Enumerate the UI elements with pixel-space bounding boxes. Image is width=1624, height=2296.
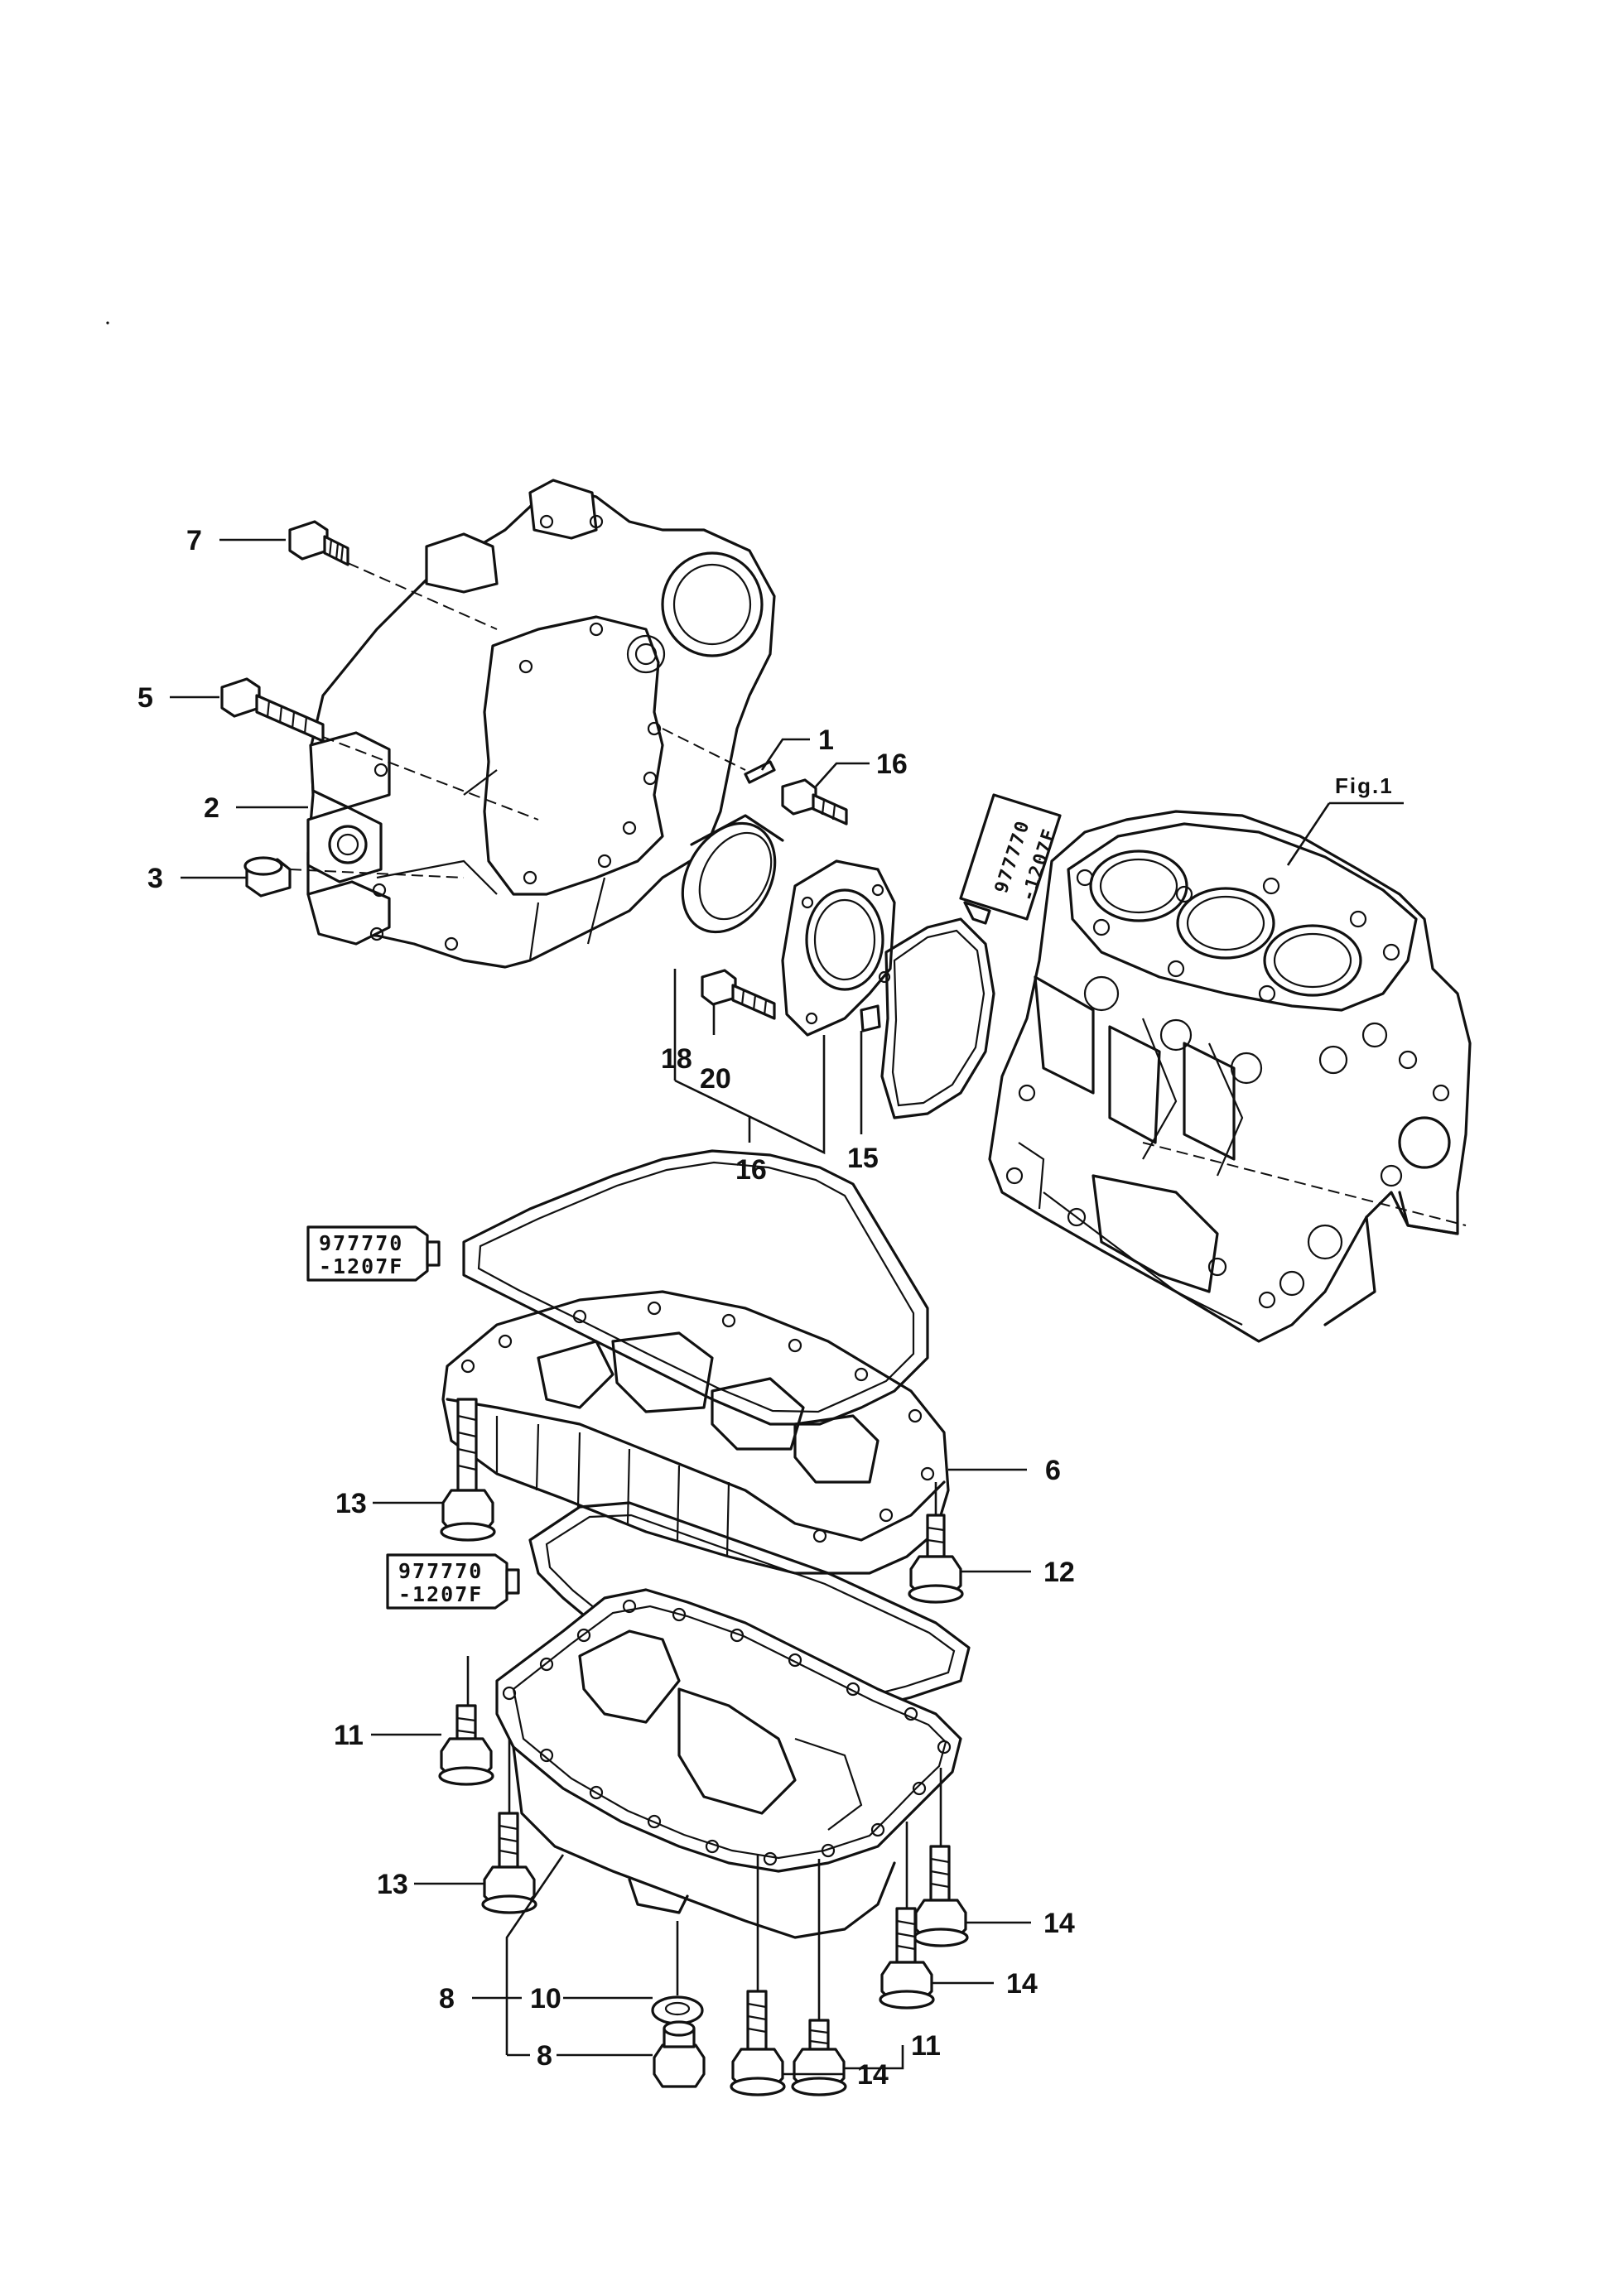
callout-7-text: 8 — [439, 1983, 455, 2014]
callout-1: 1 — [760, 724, 834, 771]
callout-7: 8 — [439, 1854, 565, 2055]
seal-retainer-part-15 — [781, 859, 896, 1037]
callout-13-lower-text: 13 — [377, 1869, 408, 1900]
callout-14-middle-text: 14 — [1006, 1968, 1038, 2000]
callout-5-text: 5 — [137, 682, 153, 714]
lower-crankcase-part-6 — [441, 1290, 950, 1575]
figure-label: Fig.1 — [1286, 773, 1404, 866]
bolt-part-4 — [288, 520, 349, 566]
callout-12: 12 — [961, 1557, 1075, 1588]
oil-pan-part-7 — [495, 1588, 962, 1939]
flywheel-housing — [306, 479, 776, 969]
sealant-tube-3: 977770 -1207F — [386, 1553, 520, 1610]
tube-3-code: 977770 — [398, 1559, 483, 1583]
callout-14-middle: 14 — [932, 1968, 1038, 2000]
drain-plug-part-8 — [653, 2020, 706, 2088]
callout-14-bottom: 14 — [783, 2059, 889, 2091]
callout-18-text: 18 — [661, 1043, 692, 1075]
retainer-gasket — [880, 917, 995, 1119]
sealant-tube-2: 977770 -1207F — [306, 1225, 441, 1282]
bolt-part-20 — [701, 969, 776, 1020]
callout-19: 16 — [815, 748, 908, 787]
bolt-part-13-lower — [481, 1812, 537, 1914]
callout-2: 2 — [204, 792, 308, 824]
dowel-part-1 — [744, 760, 776, 784]
bolt-part-11-left — [438, 1704, 494, 1786]
callout-15-text: 15 — [847, 1143, 879, 1174]
bolt-part-14-bottom — [730, 1990, 786, 2096]
tube-2-code: 977770 — [319, 1231, 403, 1255]
callout-16-text: 16 — [735, 1154, 767, 1186]
callout-1-text: 1 — [818, 724, 834, 756]
tube-2-suffix: -1207F — [319, 1254, 403, 1278]
callout-20-text: 20 — [700, 1063, 731, 1095]
callout-19-text: 16 — [876, 748, 908, 780]
callout-5: 5 — [137, 682, 219, 714]
callout-14-right-text: 14 — [1043, 1908, 1075, 1939]
callout-4: 7 — [186, 525, 286, 556]
bolt-part-5 — [220, 677, 325, 743]
callout-13-lower: 13 — [377, 1869, 484, 1900]
tube-3-suffix: -1207F — [398, 1582, 483, 1606]
callout-13-upper: 13 — [335, 1488, 443, 1519]
callout-3: 3 — [147, 863, 247, 894]
crankcase-gasket — [462, 1149, 929, 1426]
callout-8: 8 — [507, 2040, 653, 2072]
bolt-part-19 — [781, 778, 848, 826]
callout-6-text: 6 — [1045, 1455, 1061, 1486]
callout-10: 10 — [507, 1983, 653, 2014]
callout-11-bottom: 11 — [844, 2030, 941, 2070]
callout-15: 15 — [847, 1031, 879, 1174]
callout-12-text: 12 — [1043, 1557, 1075, 1588]
callout-11-left-text: 11 — [334, 1720, 364, 1751]
callout-14-bottom-text: 14 — [857, 2059, 889, 2091]
callout-16: 16 — [674, 1035, 826, 1186]
callout-11-left: 11 — [334, 1720, 441, 1751]
callout-6: 6 — [948, 1455, 1061, 1486]
callout-13-upper-text: 13 — [335, 1488, 367, 1519]
cylinder-block — [988, 810, 1472, 1343]
callout-8-text: 8 — [537, 2040, 552, 2072]
callout-14-right: 14 — [966, 1908, 1075, 1939]
callout-2-text: 2 — [204, 792, 219, 824]
bolt-part-12 — [908, 1514, 964, 1604]
callout-3-text: 3 — [147, 863, 163, 894]
bolt-part-14-middle — [879, 1907, 935, 2010]
bolt-part-13-upper — [440, 1398, 496, 1542]
bolt-part-14-right — [913, 1845, 969, 1947]
washer-part-10 — [651, 1995, 704, 2025]
callout-20: 20 — [700, 1004, 731, 1095]
figure-label-text: Fig.1 — [1335, 773, 1394, 798]
plug-part-3 — [243, 856, 292, 898]
callout-10-text: 10 — [530, 1983, 561, 2014]
callout-4-text: 7 — [186, 525, 202, 556]
oil-seal-part-18 — [681, 814, 784, 934]
callout-11-bottom-text: 11 — [911, 2030, 941, 2062]
bolt-part-11-bottom — [791, 2019, 847, 2096]
callout-18: 18 — [661, 969, 692, 1081]
